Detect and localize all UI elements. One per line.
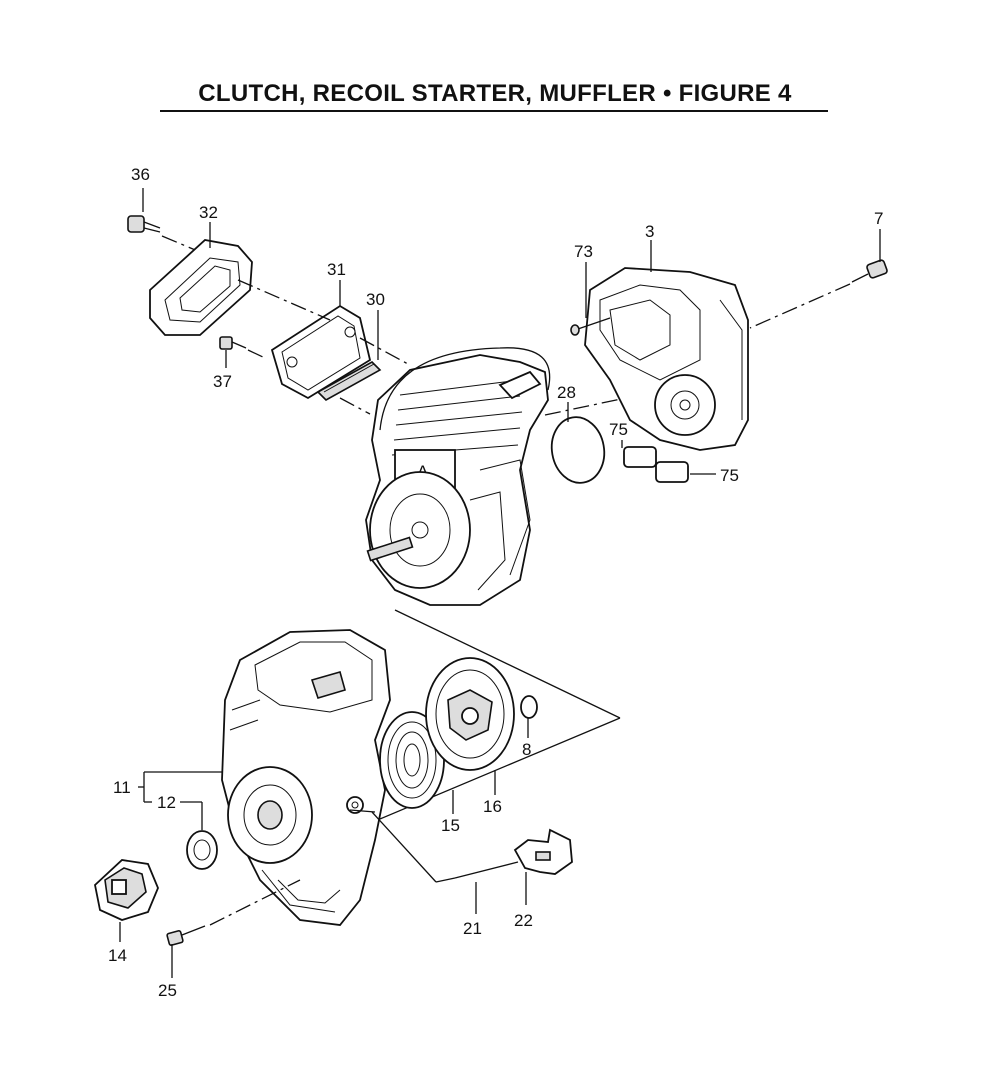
callout-22: 22 <box>514 911 533 930</box>
callout-32: 32 <box>199 203 218 222</box>
part-8-clip-ring <box>520 695 538 719</box>
callout-37: 37 <box>213 372 232 391</box>
part-75-pad-upper <box>623 446 657 468</box>
callout-7: 7 <box>874 209 883 228</box>
part-28-gasket-ring <box>550 416 606 484</box>
callout-25: 25 <box>158 981 177 1000</box>
callout-36: 36 <box>131 165 150 184</box>
callout-16: 16 <box>483 797 502 816</box>
callout-75-upper: 75 <box>609 420 628 439</box>
part-15-recoil-spring <box>379 711 445 809</box>
callout-12: 12 <box>157 793 176 812</box>
engine-block: A <box>365 347 551 606</box>
part-73-pin <box>570 317 611 336</box>
part-30-spark-screen <box>316 361 382 401</box>
callout-28: 28 <box>557 383 576 402</box>
callout-31: 31 <box>327 260 346 279</box>
part-75-pad-lower <box>655 461 689 483</box>
callout-leaders <box>119 188 881 978</box>
callout-14: 14 <box>108 946 127 965</box>
callout-3: 3 <box>645 222 654 241</box>
callout-8: 8 <box>522 740 531 759</box>
part-32-muffler-cover <box>149 239 253 336</box>
part-36-screw <box>127 215 201 253</box>
title-underline <box>160 110 828 112</box>
callout-15: 15 <box>441 816 460 835</box>
part-22-starter-handle <box>513 828 573 875</box>
part-25-screw <box>166 879 301 946</box>
part-3-engine-cover <box>584 267 749 451</box>
callout-73: 73 <box>574 242 593 261</box>
part-14-clutch <box>94 859 159 921</box>
callout-21: 21 <box>463 919 482 938</box>
part-7-screw <box>749 259 888 329</box>
figure-title: CLUTCH, RECOIL STARTER, MUFFLER • FIGURE… <box>198 80 792 107</box>
callout-11: 11 <box>113 778 131 797</box>
callout-75-lower: 75 <box>720 466 739 485</box>
part-12-bearing <box>186 830 218 870</box>
callout-30: 30 <box>366 290 385 309</box>
part-37-screw <box>219 336 266 359</box>
part-11-starter-housing <box>221 629 391 926</box>
part-21-starter-rope <box>371 811 519 883</box>
part-16-pulley <box>425 657 515 771</box>
